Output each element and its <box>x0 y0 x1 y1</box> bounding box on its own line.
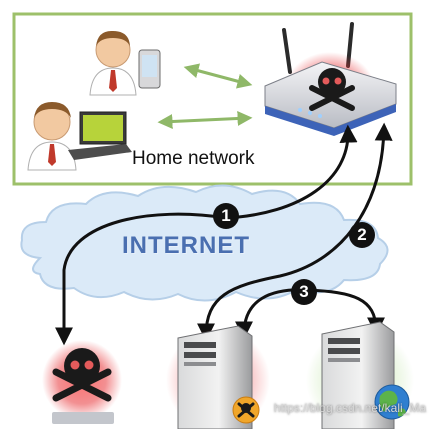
globe-icon <box>374 384 410 420</box>
home-network-label: Home network <box>132 148 255 169</box>
router-skull-icon <box>309 68 355 111</box>
step-3-badge: 3 <box>291 279 317 305</box>
user-laptop-icon <box>27 102 132 171</box>
router-icon <box>264 22 397 136</box>
step-2-badge: 2 <box>349 222 375 248</box>
home-link-arrows <box>157 63 253 130</box>
attacker-skull-icon <box>42 340 122 424</box>
user-phone-icon <box>89 30 161 96</box>
internet-label: INTERNET <box>122 232 250 259</box>
watermark-text: https://blog.csdn.net/kali_Ma <box>273 401 426 415</box>
step-1-badge: 1 <box>213 203 239 229</box>
infected-server-icon <box>166 325 270 429</box>
